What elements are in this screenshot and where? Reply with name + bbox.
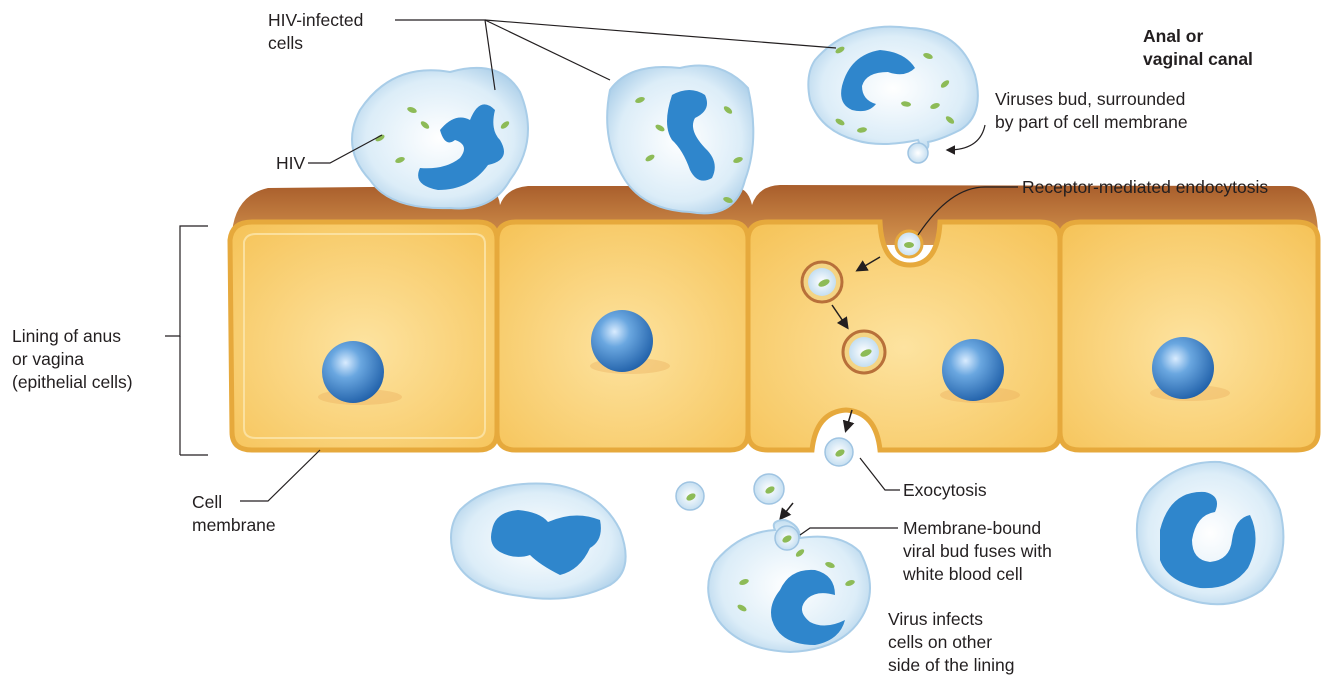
label-hiv: HIV	[276, 153, 306, 173]
budding-virus	[908, 143, 928, 163]
epithelial-cell	[1060, 222, 1318, 450]
label-exocytosis: Exocytosis	[903, 480, 987, 500]
white-blood-cell-right	[1137, 462, 1284, 604]
cell-nucleus	[591, 310, 653, 372]
label-receptor-endocytosis: Receptor-mediated endocytosis	[1022, 177, 1268, 197]
label-hiv-infected-cells: HIV-infected cells	[268, 10, 368, 53]
label-canal: Anal or vaginal canal	[1143, 26, 1253, 69]
label-virus-infects: Virus infects cells on other side of the…	[888, 609, 1014, 675]
label-lining: Lining of anus or vagina (epithelial cel…	[12, 326, 133, 392]
label-cell-membrane: Cell membrane	[192, 492, 276, 535]
virus-particle	[904, 242, 914, 248]
hiv-infected-cell-1	[352, 68, 528, 209]
cell-nucleus	[322, 341, 384, 403]
epithelial-lining	[230, 185, 1318, 450]
white-blood-cell-target	[708, 520, 870, 652]
label-viruses-bud: Viruses bud, surrounded by part of cell …	[995, 89, 1190, 132]
epithelial-cell	[230, 222, 497, 450]
hiv-infected-cell-3	[808, 27, 978, 163]
epithelial-cell	[497, 222, 748, 450]
cell-nucleus	[1152, 337, 1214, 399]
cell-nucleus	[942, 339, 1004, 401]
label-membrane-bound: Membrane-bound viral bud fuses with whit…	[902, 518, 1057, 584]
white-blood-cell-left	[451, 484, 626, 599]
